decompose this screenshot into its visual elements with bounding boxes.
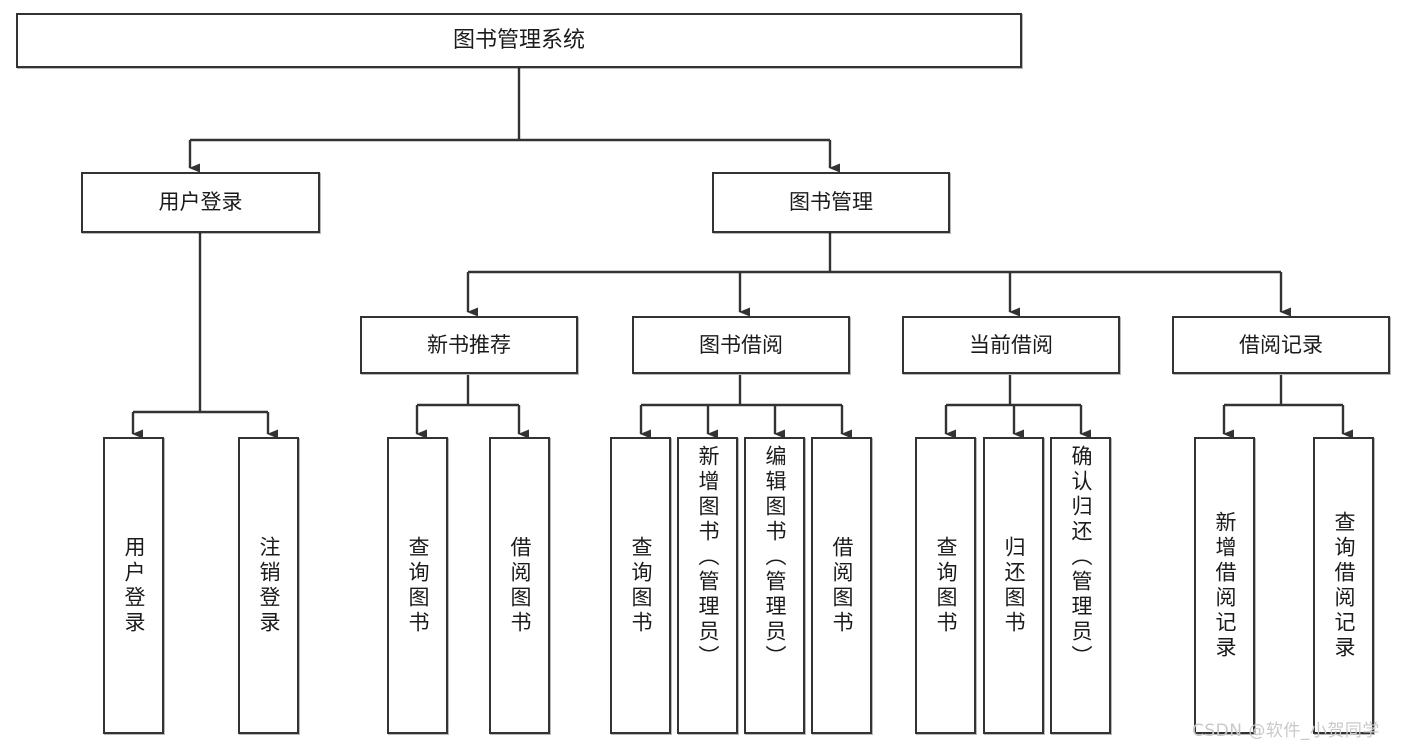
- node-root-label: 图书管理系统: [452, 27, 585, 53]
- node-leaf-query-book-2[interactable]: 查询图书: [610, 437, 671, 734]
- node-leaf-borrow-book-1[interactable]: 借阅图书: [489, 437, 550, 734]
- node-leaf-confirm-return[interactable]: 确认归还（管理员）: [1050, 437, 1111, 734]
- node-book-manage-label: 图书管理: [789, 190, 873, 215]
- node-book-borrow-label: 图书借阅: [699, 332, 783, 357]
- node-leaf-return-book-label: 归还图书: [1002, 535, 1026, 636]
- node-leaf-borrow-book-2[interactable]: 借阅图书: [811, 437, 872, 734]
- node-leaf-add-record[interactable]: 新增借阅记录: [1194, 437, 1255, 734]
- node-leaf-query-book-1[interactable]: 查询图书: [387, 437, 448, 734]
- node-leaf-user-login-label: 用户登录: [122, 535, 146, 636]
- node-root[interactable]: 图书管理系统: [16, 13, 1022, 68]
- node-leaf-edit-book-label: 编辑图书（管理员）: [763, 445, 787, 670]
- node-leaf-user-login[interactable]: 用户登录: [103, 437, 164, 734]
- node-book-borrow[interactable]: 图书借阅: [632, 316, 850, 374]
- node-borrow-record-label: 借阅记录: [1239, 332, 1323, 357]
- node-leaf-query-book-3-label: 查询图书: [934, 535, 958, 636]
- node-leaf-query-book-2-label: 查询图书: [629, 535, 653, 636]
- node-leaf-logout-label: 注销登录: [257, 535, 281, 636]
- node-book-manage[interactable]: 图书管理: [712, 172, 950, 233]
- node-user-login[interactable]: 用户登录: [81, 172, 320, 233]
- node-user-login-label: 用户登录: [158, 190, 243, 215]
- node-leaf-query-book-3[interactable]: 查询图书: [915, 437, 976, 734]
- node-new-book-recommend-label: 新书推荐: [427, 332, 511, 357]
- node-leaf-return-book[interactable]: 归还图书: [983, 437, 1044, 734]
- node-leaf-logout[interactable]: 注销登录: [238, 437, 299, 734]
- node-leaf-add-record-label: 新增借阅记录: [1213, 510, 1237, 661]
- node-leaf-query-book-1-label: 查询图书: [406, 535, 430, 636]
- node-new-book-recommend[interactable]: 新书推荐: [360, 316, 578, 374]
- node-current-borrow[interactable]: 当前借阅: [902, 316, 1120, 374]
- node-leaf-edit-book[interactable]: 编辑图书（管理员）: [744, 437, 805, 734]
- node-leaf-query-record[interactable]: 查询借阅记录: [1313, 437, 1374, 734]
- node-leaf-borrow-book-1-label: 借阅图书: [508, 535, 532, 636]
- node-leaf-add-book[interactable]: 新增图书（管理员）: [677, 437, 738, 734]
- node-leaf-query-record-label: 查询借阅记录: [1332, 510, 1356, 661]
- csdn-watermark: CSDN @软件_小贺同学: [1192, 721, 1380, 741]
- node-current-borrow-label: 当前借阅: [969, 332, 1053, 357]
- node-leaf-borrow-book-2-label: 借阅图书: [830, 535, 854, 636]
- node-leaf-add-book-label: 新增图书（管理员）: [696, 445, 720, 670]
- node-leaf-confirm-return-label: 确认归还（管理员）: [1069, 445, 1093, 670]
- node-borrow-record[interactable]: 借阅记录: [1172, 316, 1390, 374]
